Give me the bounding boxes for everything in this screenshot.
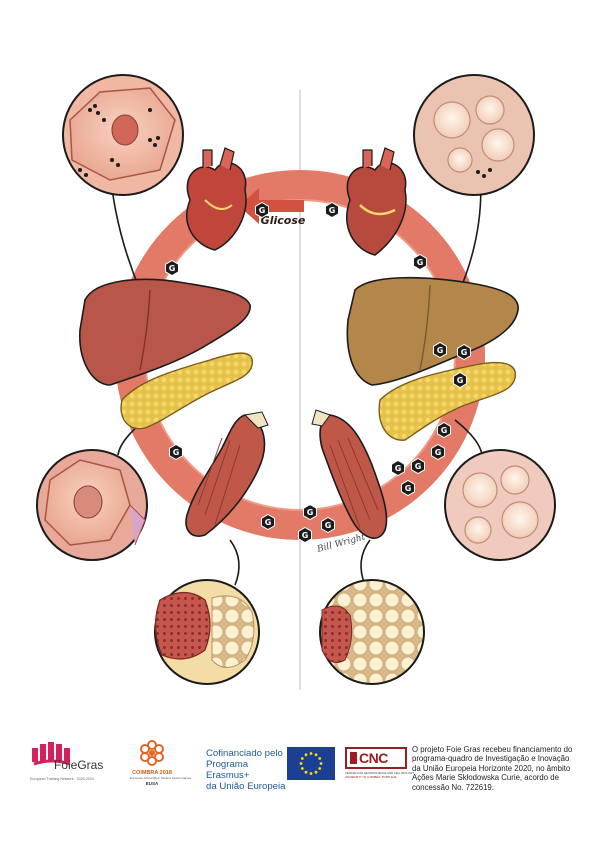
glucose-marker: G [326,203,339,218]
eu-star-icon [315,753,318,756]
glucose-marker: G [454,373,467,388]
healthy-liver-cells-magnified [37,450,147,560]
glucose-marker: G [166,261,179,276]
cnc-square-icon [350,752,357,764]
glucose-symbol: G [457,376,464,385]
foiegras-subtitle: European Training Network · 2020-2024 [30,777,94,781]
healthy-heart-cells-magnified [63,75,183,195]
cnc-name: CNC [359,750,388,766]
coimbra-subtitle: European Universities' Student Sports Ga… [130,776,174,780]
eu-star-icon [305,753,308,756]
glucose-marker: G [412,459,425,474]
foiegras-name: FoieGras [54,758,103,772]
glucose-symbol: G [417,258,424,267]
eu-star-icon [300,762,303,765]
glucose-marker: G [458,345,471,360]
insulin-resistant-heart [347,148,406,255]
erasmus-line-1: Cofinanciado pelo [206,748,286,759]
glucose-symbol: G [461,348,468,357]
glucose-marker: G [414,255,427,270]
glucose-marker: G [170,445,183,460]
glucose-marker: G [434,343,447,358]
glucose-marker: G [304,505,317,520]
eu-star-icon [320,762,323,765]
glucose-symbol: G [259,206,266,215]
eu-star-icon [301,767,304,770]
cnc-logo-box: CNC [345,747,407,769]
glucose-symbol: G [329,206,336,215]
glucose-marker: G [438,423,451,438]
cnc-subtitle-2: UNIVERSITY OF COIMBRA, PORTUGAL [345,775,397,779]
glucose-symbol: G [302,531,309,540]
cnc-logo: CNC CENTER FOR NEUROSCIENCE AND CELL BIO… [345,747,407,781]
coimbra-flower-icon [137,738,167,768]
funding-statement: O projeto Foie Gras recebeu financiament… [412,745,577,792]
glucose-marker: G [402,481,415,496]
glucose-symbol: G [441,426,448,435]
foiegras-logo: FoieGras European Training Network · 202… [30,740,92,796]
glucose-symbol: G [265,518,272,527]
eu-star-icon [310,772,313,775]
glucose-symbol: G [415,462,422,471]
glucose-symbol: G [307,508,314,517]
glucose-marker: G [322,518,335,533]
glucose-marker: G [262,515,275,530]
erasmus-line-2: Programa Erasmus+ [206,759,286,781]
glucose-symbol: G [405,484,412,493]
glucose-marker: G [432,445,445,460]
glucose-symbol: G [325,521,332,530]
glucose-symbol: G [173,448,180,457]
glucose-label: Glicose [261,214,306,227]
insulin-resistance-illustration: Glicose [0,0,600,720]
footer: FoieGras European Training Network · 202… [0,730,600,840]
eu-star-icon [310,752,313,755]
glucose-marker: G [392,461,405,476]
eu-star-icon [301,757,304,760]
healthy-heart [187,148,246,250]
glucose-symbol: G [437,346,444,355]
glucose-symbol: G [435,448,442,457]
glucose-marker: G [299,528,312,543]
glucose-symbol: G [169,264,176,273]
eu-star-icon [315,771,318,774]
eu-star-icon [305,771,308,774]
eu-flag-icon [287,747,335,780]
erasmus-line-3: da União Europeia [206,781,286,792]
healthy-muscle-tissue-magnified [155,580,259,684]
glucose-marker: G [256,203,269,218]
erasmus-cofinancing-text: Cofinanciado pelo Programa Erasmus+ da U… [206,748,286,792]
fatty-liver-cells-magnified [445,450,555,560]
glucose-symbol: G [395,464,402,473]
fatty-muscle-tissue-magnified [320,580,424,684]
eu-star-icon [318,767,321,770]
eu-star-icon [318,757,321,760]
fatty-heart-cells-magnified [414,75,534,195]
coimbra-2018-logo: COIMBRA 2018 European Universities' Stud… [130,738,174,798]
coimbra-eusa: EUSA [130,781,174,786]
